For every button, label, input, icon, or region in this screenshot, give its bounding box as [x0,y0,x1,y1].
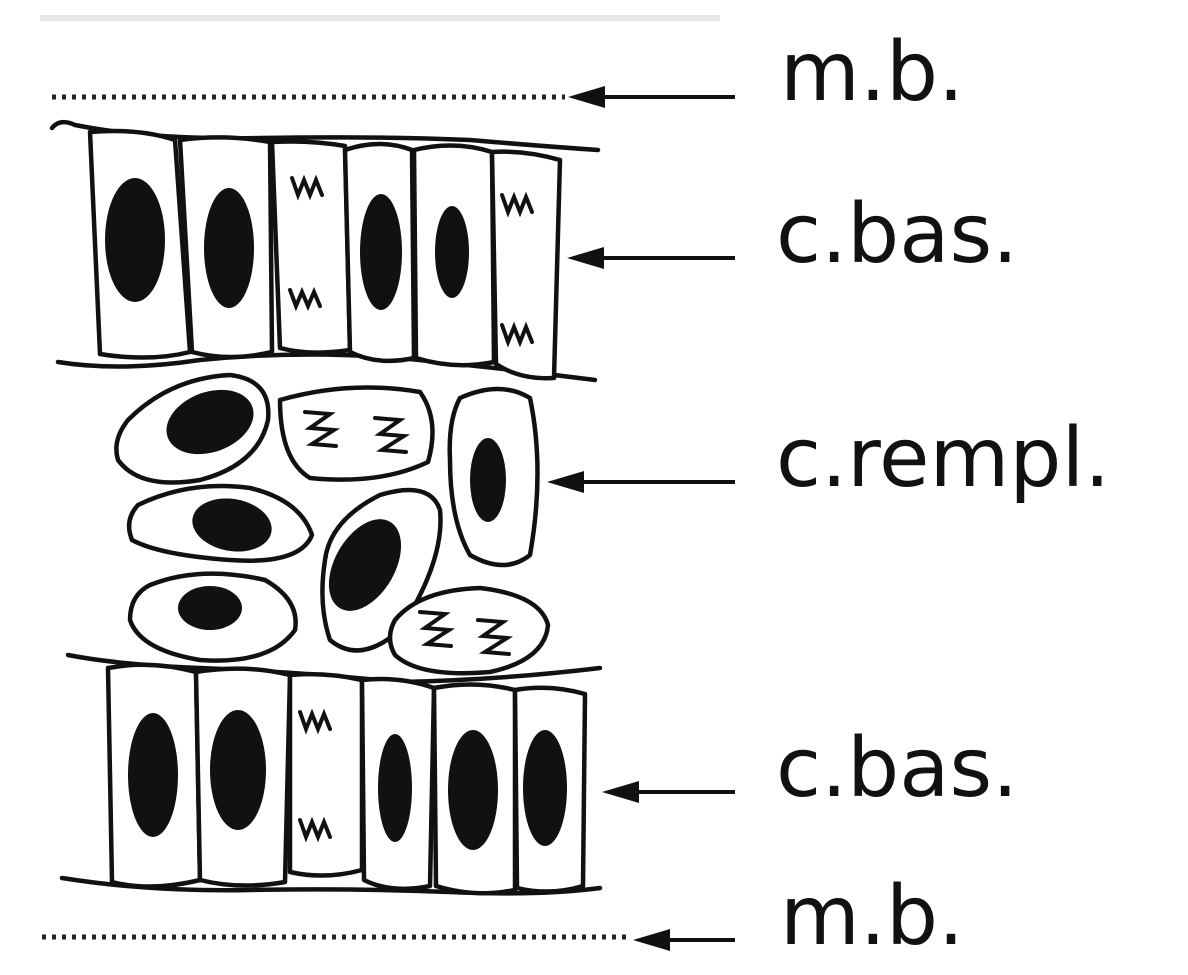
label-basement-membrane-bottom: m.b. [780,869,964,964]
upper-basal-nucleus-3 [360,194,402,310]
label-lower-basal-cells: c.bas. [776,721,1018,816]
upper-basal-nucleus-2 [204,188,254,308]
lower-basal-nucleus-3 [378,734,412,842]
upper-basal-layer [52,122,598,380]
arrow-bottom-membrane [633,929,735,951]
lower-basal-nucleus-5 [523,730,567,846]
filling-cell-dividing-1 [280,388,433,480]
upper-basal-nucleus-1 [105,178,165,302]
lower-basal-cell-dividing [290,674,362,875]
label-basement-membrane-top: m.b. [780,25,964,120]
upper-basal-cell-dividing-1 [272,142,350,353]
filling-nucleus-2 [470,438,506,522]
arrow-lower-basal [602,781,735,803]
arrow-filling [547,471,735,493]
label-filling-cells: c.rempl. [776,411,1110,506]
lower-basal-nucleus-1 [128,713,178,837]
lower-basal-nucleus-2 [210,710,266,830]
arrow-upper-basal [567,247,735,269]
upper-basal-cell-dividing-2 [492,152,560,379]
lower-basal-layer [62,655,600,893]
upper-basal-nucleus-4 [435,206,469,298]
filling-layer [116,375,548,673]
lower-basal-nucleus-4 [448,730,498,850]
arrow-top-membrane [568,86,735,108]
label-upper-basal-cells: c.bas. [776,187,1018,282]
filling-nucleus-5 [178,586,242,630]
